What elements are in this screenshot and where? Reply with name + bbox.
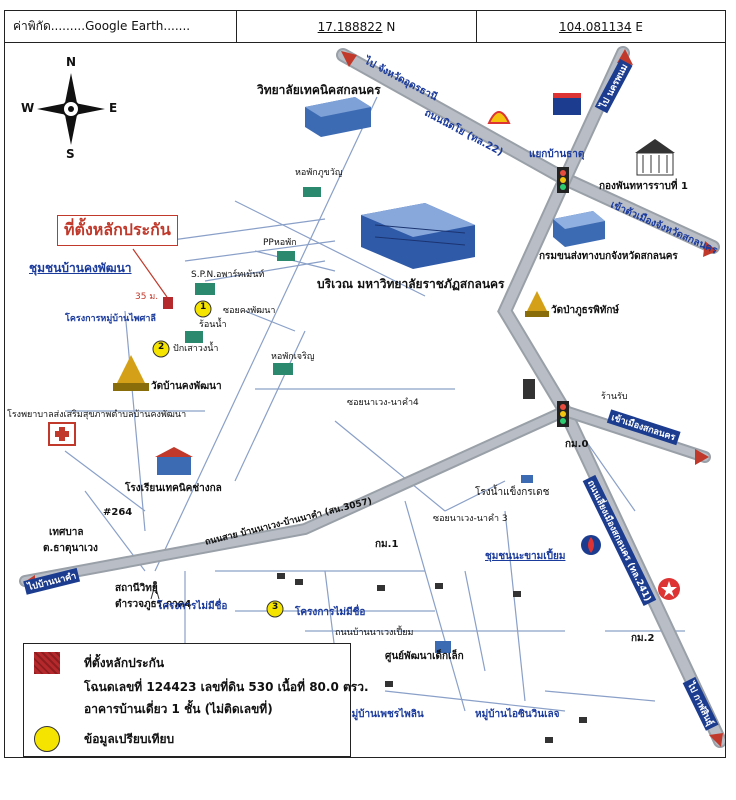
tesco-logo-icon xyxy=(553,93,581,115)
project2-label: โครงการไม่มีชื่อ xyxy=(295,607,366,618)
school-icon xyxy=(155,447,193,475)
header-lon-cell: 104.081134 E xyxy=(477,11,725,43)
compass-icon xyxy=(37,73,105,145)
temple-pa-icon xyxy=(525,291,549,317)
temple-pa-label: วัดป่าภูธรพิทักษ์ xyxy=(551,305,619,316)
spn-label: S.P.N.อพาร์ทเม้นท์ xyxy=(191,270,265,280)
dorm2-label: หอพักเจริญ xyxy=(271,352,315,362)
km2-label: กม.2 xyxy=(631,633,655,644)
rajabhat-building xyxy=(361,203,475,269)
number264-label: #264 xyxy=(103,507,133,518)
pp-label: PPหอพัก xyxy=(263,238,297,248)
community-label: ชุมชนบ้านคงพัฒนา xyxy=(29,261,132,275)
school-label: โรงเรียนเทคนิคช่างกล xyxy=(125,483,222,494)
arrow-e-icon xyxy=(703,241,717,257)
lat-unit: N xyxy=(386,19,396,34)
lon-value: 104.081134 xyxy=(559,19,632,34)
temple-ban-icon xyxy=(113,355,149,391)
arrow-se-icon xyxy=(709,733,723,747)
army-building xyxy=(635,139,675,176)
shell-logo-icon xyxy=(487,111,511,124)
arrow-e2-icon xyxy=(695,449,709,465)
compass-e: E xyxy=(109,101,118,115)
tech-college-building xyxy=(305,97,371,137)
header-coord-cell: ค่าพิกัด.........Google Earth....... xyxy=(5,11,237,43)
road-nawaeng-label: ถนนบ้านนาเวงเปี้ยม xyxy=(335,628,414,638)
traffic-lights xyxy=(557,167,569,427)
dorm-icon xyxy=(273,363,293,375)
transport-label: กรมขนส่งทางบกจังหวัดสกลนคร xyxy=(539,251,678,262)
compare-point-1-icon xyxy=(194,300,212,318)
legend-compare-swatch xyxy=(34,726,60,752)
marker-2-label: 2 xyxy=(158,342,165,352)
house-icons xyxy=(277,475,587,743)
village1-label: หมู่บ้านเพชรไพลิน xyxy=(345,709,424,720)
village2-label: หมู่บ้านไอซินวินเลจ xyxy=(475,709,560,720)
intersection-label: แยกบ้านธาตุ xyxy=(529,149,585,160)
building-icon xyxy=(523,379,535,399)
dorm1-label: หอพักภูขวัญ xyxy=(295,168,343,178)
compass-s: S xyxy=(66,147,75,161)
police-label: ตำรวจภูธร ภาค4 xyxy=(115,599,192,610)
marker-1-label: 1 xyxy=(200,302,207,312)
legend-title: ที่ตั้งหลักประกัน xyxy=(84,656,165,670)
apartment-icons xyxy=(185,187,535,399)
caltex-logo-icon xyxy=(658,578,680,600)
distance-label: 35 ม. xyxy=(135,292,159,302)
dorm-icon xyxy=(185,331,203,343)
shop-label: ร้านรับ xyxy=(601,392,628,402)
subdistrict-label: ต.ธาตุนาเวง xyxy=(43,543,98,554)
dorm-icon xyxy=(277,251,295,261)
radio-tower-icon xyxy=(150,581,160,600)
temple-ban-label: วัดบ้านคงพัฒนา xyxy=(151,381,222,392)
dongcut-label: ปักเสาวงน้ำ xyxy=(173,344,219,354)
dorm-icon xyxy=(195,283,215,295)
radio-label: สถานีวิทยุ xyxy=(115,583,158,594)
km1-label: กม.1 xyxy=(375,539,399,550)
soi-nawaeng3-label: ซอยนาเวง-นาคำ 3 xyxy=(433,514,508,524)
ice-factory-label: โรงน้ำแข็งกรเดช xyxy=(475,487,550,498)
dorm-icon xyxy=(303,187,321,197)
municipality-label: เทศบาล xyxy=(49,527,84,538)
project-site-label: โครงการหมู่บ้านไพศาลี xyxy=(65,314,156,324)
hospital-label: โรงพยาบาลส่งเสริมสุขภาพตำบลบ้านคงพัฒนา xyxy=(7,410,187,420)
compare-point-2-icon xyxy=(152,340,170,358)
project1-label: โครงการไม่มีชื่อ xyxy=(157,601,228,612)
rajabhat-label: บริเวณ มหาวิทยาลัยราชภัฏสกลนคร xyxy=(317,277,505,291)
legend-line1: โฉนดเลขที่ 124423 เลขที่ดิน 530 เนื้อที่… xyxy=(84,680,369,694)
compass-w: W xyxy=(21,101,35,115)
army-label: กองพันทหารราบที่ 1 xyxy=(599,181,688,192)
tech-college-label: วิทยาลัยเทคนิคสกลนคร xyxy=(257,83,381,97)
coord-label: ค่าพิกัด.........Google Earth....... xyxy=(13,19,191,33)
lat-value: 17.188822 xyxy=(317,19,383,34)
legend-line2: อาคารบ้านเดี่ยว 1 ชั้น (ไม่ติดเลขที่) xyxy=(84,702,273,716)
site-marker xyxy=(132,248,284,618)
legend-site-swatch xyxy=(34,652,60,674)
community2-label: ชุมชนนะขามเปี้ยม xyxy=(485,551,566,562)
compass-n: N xyxy=(66,55,77,69)
soi-kongpattana-label: ซอยคงพัฒนา xyxy=(223,306,276,316)
minor-roads xyxy=(64,96,685,712)
lon-unit: E xyxy=(635,19,643,34)
map-frame: ค่าพิกัด.........Google Earth....... 17.… xyxy=(4,10,726,758)
ptt-logo-icon xyxy=(581,535,601,555)
rond-label: ร้อนน้ำ xyxy=(199,320,227,330)
legend: ที่ตั้งหลักประกัน โฉนดเลขที่ 124423 เลขท… xyxy=(23,643,369,757)
site-marker-icon xyxy=(163,297,173,309)
compare-point-3-icon xyxy=(266,600,284,618)
site-label: ที่ตั้งหลักประกัน xyxy=(57,215,178,246)
soi-nawaeng-label: ซอยนาเวง-นาคำ4 xyxy=(347,398,419,408)
km0-label: กม.0 xyxy=(565,439,589,450)
hospital-icon xyxy=(48,422,76,446)
childcare-label: ศูนย์พัฒนาเด็กเล็ก xyxy=(385,651,464,662)
arrow-nw-icon xyxy=(341,51,357,67)
compass-rose: N S W E xyxy=(21,55,119,161)
marker-3-label: 3 xyxy=(272,602,279,612)
legend-compare: ข้อมูลเปรียบเทียบ xyxy=(84,732,175,746)
transport-building xyxy=(553,211,605,247)
header-lat-cell: 17.188822 N xyxy=(237,11,477,43)
